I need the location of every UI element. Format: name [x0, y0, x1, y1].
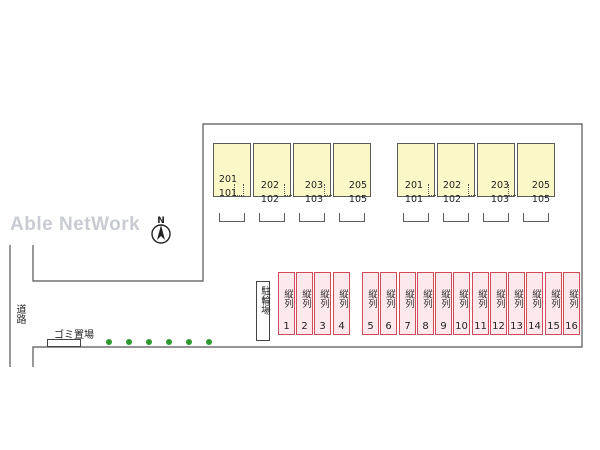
parking-space: 縦列 8 [417, 272, 434, 335]
unit-entrance [483, 213, 509, 222]
stair-outline [284, 184, 294, 196]
tree-icon [206, 339, 212, 345]
unit [213, 143, 251, 197]
unit-number-upper: 203 [304, 180, 324, 191]
parking-space: 縦列 16 [563, 272, 580, 335]
parking-space-number: 12 [492, 321, 505, 332]
parking-type-label: 縦列 [282, 288, 293, 308]
parking-space-number: 13 [510, 321, 523, 332]
stair-outline [234, 184, 244, 196]
compass-label: N [157, 216, 165, 226]
unit-number-lower: 103 [490, 194, 510, 205]
unit-number-upper: 201 [404, 180, 424, 191]
parking-space: 縦列 15 [545, 272, 562, 335]
unit-entrance [219, 213, 245, 222]
parking-space: 縦列 3 [314, 272, 331, 335]
unit [333, 143, 371, 197]
stair-outline [468, 184, 478, 196]
unit-number-upper: 205 [348, 180, 368, 191]
parking-space-number: 8 [422, 321, 429, 332]
parking-space-number: 5 [367, 321, 374, 332]
unit-entrance [339, 213, 365, 222]
tree-icon [186, 339, 192, 345]
parking-space: 縦列 10 [453, 272, 470, 335]
parking-space: 縦列 7 [399, 272, 416, 335]
unit-number-upper: 202 [442, 180, 462, 191]
parking-type-label: 縦列 [337, 288, 348, 308]
garbage-area-label: ゴミ置場 [54, 330, 94, 341]
parking-space: 縦列 9 [435, 272, 452, 335]
parking-space-number: 3 [319, 321, 326, 332]
parking-type-label: 縦列 [403, 288, 414, 308]
unit-number-lower: 105 [348, 194, 368, 205]
unit [517, 143, 555, 197]
compass-icon: N [151, 216, 171, 244]
tree-icon [166, 339, 172, 345]
parking-type-label: 縦列 [549, 288, 560, 308]
unit-number-upper: 203 [490, 180, 510, 191]
parking-space: 縦列 12 [490, 272, 507, 335]
bike-parking-label: 駐輪場 [259, 286, 270, 315]
parking-type-label: 縦列 [457, 288, 468, 308]
parking-space-number: 16 [565, 321, 578, 332]
parking-space: 縦列 6 [380, 272, 397, 335]
unit-entrance [259, 213, 285, 222]
parking-space: 縦列 11 [472, 272, 489, 335]
parking-space-number: 15 [547, 321, 560, 332]
parking-space: 縦列 5 [362, 272, 379, 335]
unit-number-lower: 105 [531, 194, 551, 205]
parking-space-number: 1 [283, 321, 290, 332]
parking-type-label: 縦列 [384, 288, 395, 308]
parking-type-label: 縦列 [421, 288, 432, 308]
unit-number-lower: 103 [304, 194, 324, 205]
parking-space: 縦列 14 [526, 272, 543, 335]
tree-icon [126, 339, 132, 345]
unit-number-lower: 101 [404, 194, 424, 205]
unit-entrance [523, 213, 549, 222]
unit-number-upper: 201 [218, 174, 238, 185]
parking-type-label: 縦列 [318, 288, 329, 308]
parking-space: 縦列 13 [508, 272, 525, 335]
stair-outline [428, 184, 438, 196]
parking-space-number: 2 [301, 321, 308, 332]
unit-number-upper: 205 [531, 180, 551, 191]
unit-entrance [443, 213, 469, 222]
unit-number-upper: 202 [260, 180, 280, 191]
parking-space-number: 6 [385, 321, 392, 332]
parking-space-number: 9 [440, 321, 447, 332]
unit-number-lower: 101 [218, 188, 238, 199]
stair-outline [324, 184, 334, 196]
parking-space: 縦列 2 [296, 272, 313, 335]
parking-type-label: 縦列 [439, 288, 450, 308]
unit-entrance [403, 213, 429, 222]
parking-type-label: 縦列 [476, 288, 487, 308]
unit-number-lower: 102 [442, 194, 462, 205]
parking-type-label: 縦列 [366, 288, 377, 308]
parking-space-number: 10 [455, 321, 468, 332]
parking-space-number: 7 [404, 321, 411, 332]
watermark: Able NetWork [10, 214, 141, 235]
road-label: 道路 [14, 304, 25, 324]
bike-parking: 駐輪場 [256, 281, 270, 341]
parking-type-label: 縦列 [494, 288, 505, 308]
tree-icon [146, 339, 152, 345]
stair-outline [508, 184, 518, 196]
parking-space-number: 11 [474, 321, 487, 332]
tree-icon [106, 339, 112, 345]
parking-space-number: 4 [338, 321, 345, 332]
garbage-area [47, 339, 81, 347]
unit-number-lower: 102 [260, 194, 280, 205]
parking-type-label: 縦列 [567, 288, 578, 308]
parking-space: 縦列 4 [333, 272, 350, 335]
parking-type-label: 縦列 [300, 288, 311, 308]
unit-entrance [299, 213, 325, 222]
parking-type-label: 縦列 [512, 288, 523, 308]
parking-space: 縦列 1 [278, 272, 295, 335]
parking-space-number: 14 [528, 321, 541, 332]
parking-type-label: 縦列 [530, 288, 541, 308]
